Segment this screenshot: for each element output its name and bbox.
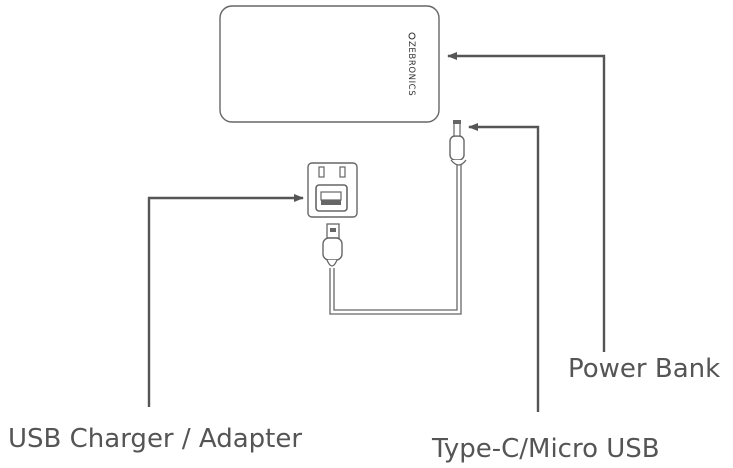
power-bank-leader-arrow	[447, 52, 606, 352]
usb-charger-label: USB Charger / Adapter	[8, 424, 303, 454]
cable-leader-arrow	[468, 123, 540, 412]
cable-label: Type-C/Micro USB	[432, 434, 660, 464]
power-bank-label: Power Bank	[568, 354, 721, 384]
usb-charger-device	[307, 162, 358, 218]
brand-text: ZEBRONICS	[406, 41, 416, 96]
charger-leader-arrow	[147, 194, 304, 407]
usb-cable	[322, 120, 467, 315]
power-bank-device: ZEBRONICS	[219, 5, 440, 123]
brand-logo: ZEBRONICS	[406, 32, 416, 96]
